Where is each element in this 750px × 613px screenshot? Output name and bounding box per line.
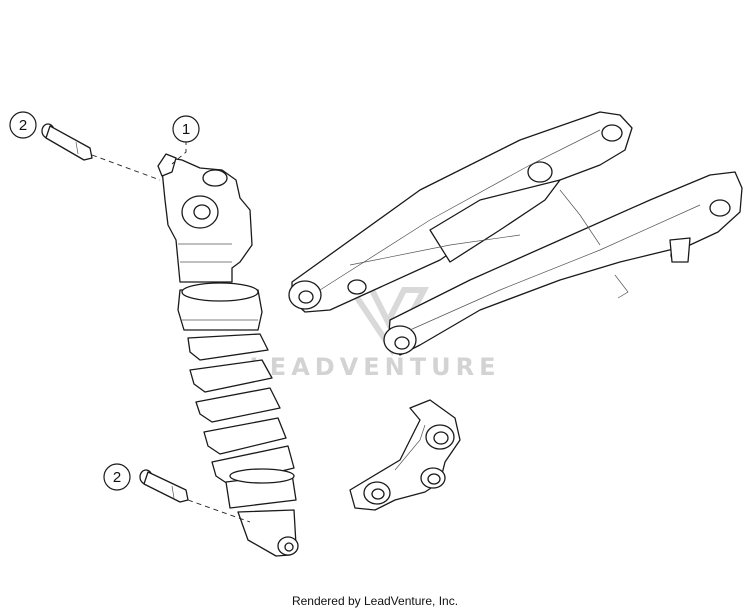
callout-circle-2-upper: [9, 111, 37, 139]
swingarm: [288, 111, 743, 356]
watermark-text: LEADVENTURE: [250, 353, 501, 381]
linkage-lever: [349, 399, 461, 511]
callout-1[interactable]: 1: [172, 115, 200, 143]
callout-number-2-upper: 2: [19, 117, 27, 134]
shock-absorber: [157, 153, 299, 557]
leader-line-upper-bolt: [91, 154, 161, 181]
footer-credit: Rendered by LeadVenture, Inc.: [291, 594, 459, 608]
callout-number-1: 1: [182, 121, 190, 138]
leader-line-callout-1: [171, 140, 187, 165]
leader-line-lower-bolt: [187, 499, 251, 523]
callout-circle-1: [172, 115, 200, 143]
callout-circle-2-lower: [103, 463, 131, 491]
bolt-upper: [41, 123, 93, 161]
callout-2-lower[interactable]: 2: [103, 463, 131, 491]
bolt-lower: [139, 469, 189, 503]
callout-2-upper[interactable]: 2: [9, 111, 37, 139]
callout-number-2-lower: 2: [113, 469, 121, 486]
